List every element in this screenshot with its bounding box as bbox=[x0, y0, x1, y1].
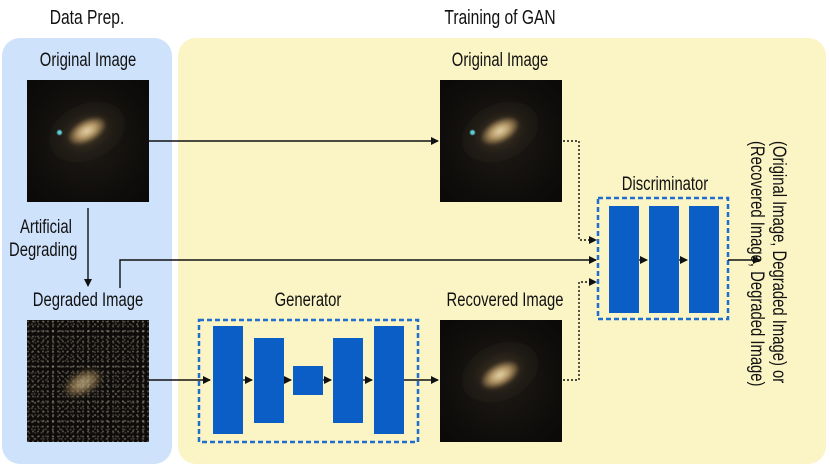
data-prep-title: Data Prep. bbox=[49, 7, 125, 29]
generator-block-1 bbox=[213, 326, 243, 434]
recovered-image bbox=[440, 320, 562, 442]
foreground-star bbox=[470, 130, 475, 135]
arrow-recovered-to-discriminator bbox=[563, 278, 597, 381]
generator-block-2 bbox=[254, 338, 284, 423]
generator-block-4 bbox=[333, 338, 363, 423]
original-image-prep bbox=[27, 80, 149, 202]
artificial-degrading-label-line2: Degrading bbox=[9, 240, 78, 261]
degraded-image bbox=[27, 320, 149, 442]
discriminator-box bbox=[596, 196, 730, 321]
recovered-image-label: Recovered Image bbox=[446, 290, 564, 311]
generator-box bbox=[197, 318, 420, 444]
arrow-original-to-discriminator bbox=[563, 140, 597, 244]
discriminator-block-1 bbox=[609, 206, 639, 313]
original-image-gan bbox=[440, 80, 562, 202]
discriminator-block-3 bbox=[689, 206, 719, 313]
training-title: Training of GAN bbox=[444, 7, 556, 29]
original-image-prep-label: Original Image bbox=[39, 50, 137, 71]
artificial-degrading-label-line1: Artificial bbox=[20, 217, 72, 238]
degraded-image-label: Degraded Image bbox=[32, 290, 144, 311]
generator-block-3 bbox=[293, 366, 323, 395]
discriminator-label: Discriminator bbox=[621, 174, 709, 195]
original-image-gan-label: Original Image bbox=[451, 50, 549, 71]
arrow-degraded-to-discriminator bbox=[119, 256, 597, 288]
generator-label: Generator bbox=[274, 290, 342, 311]
generator-block-5 bbox=[374, 326, 404, 434]
foreground-star bbox=[57, 130, 62, 135]
discriminator-block-2 bbox=[649, 206, 679, 313]
